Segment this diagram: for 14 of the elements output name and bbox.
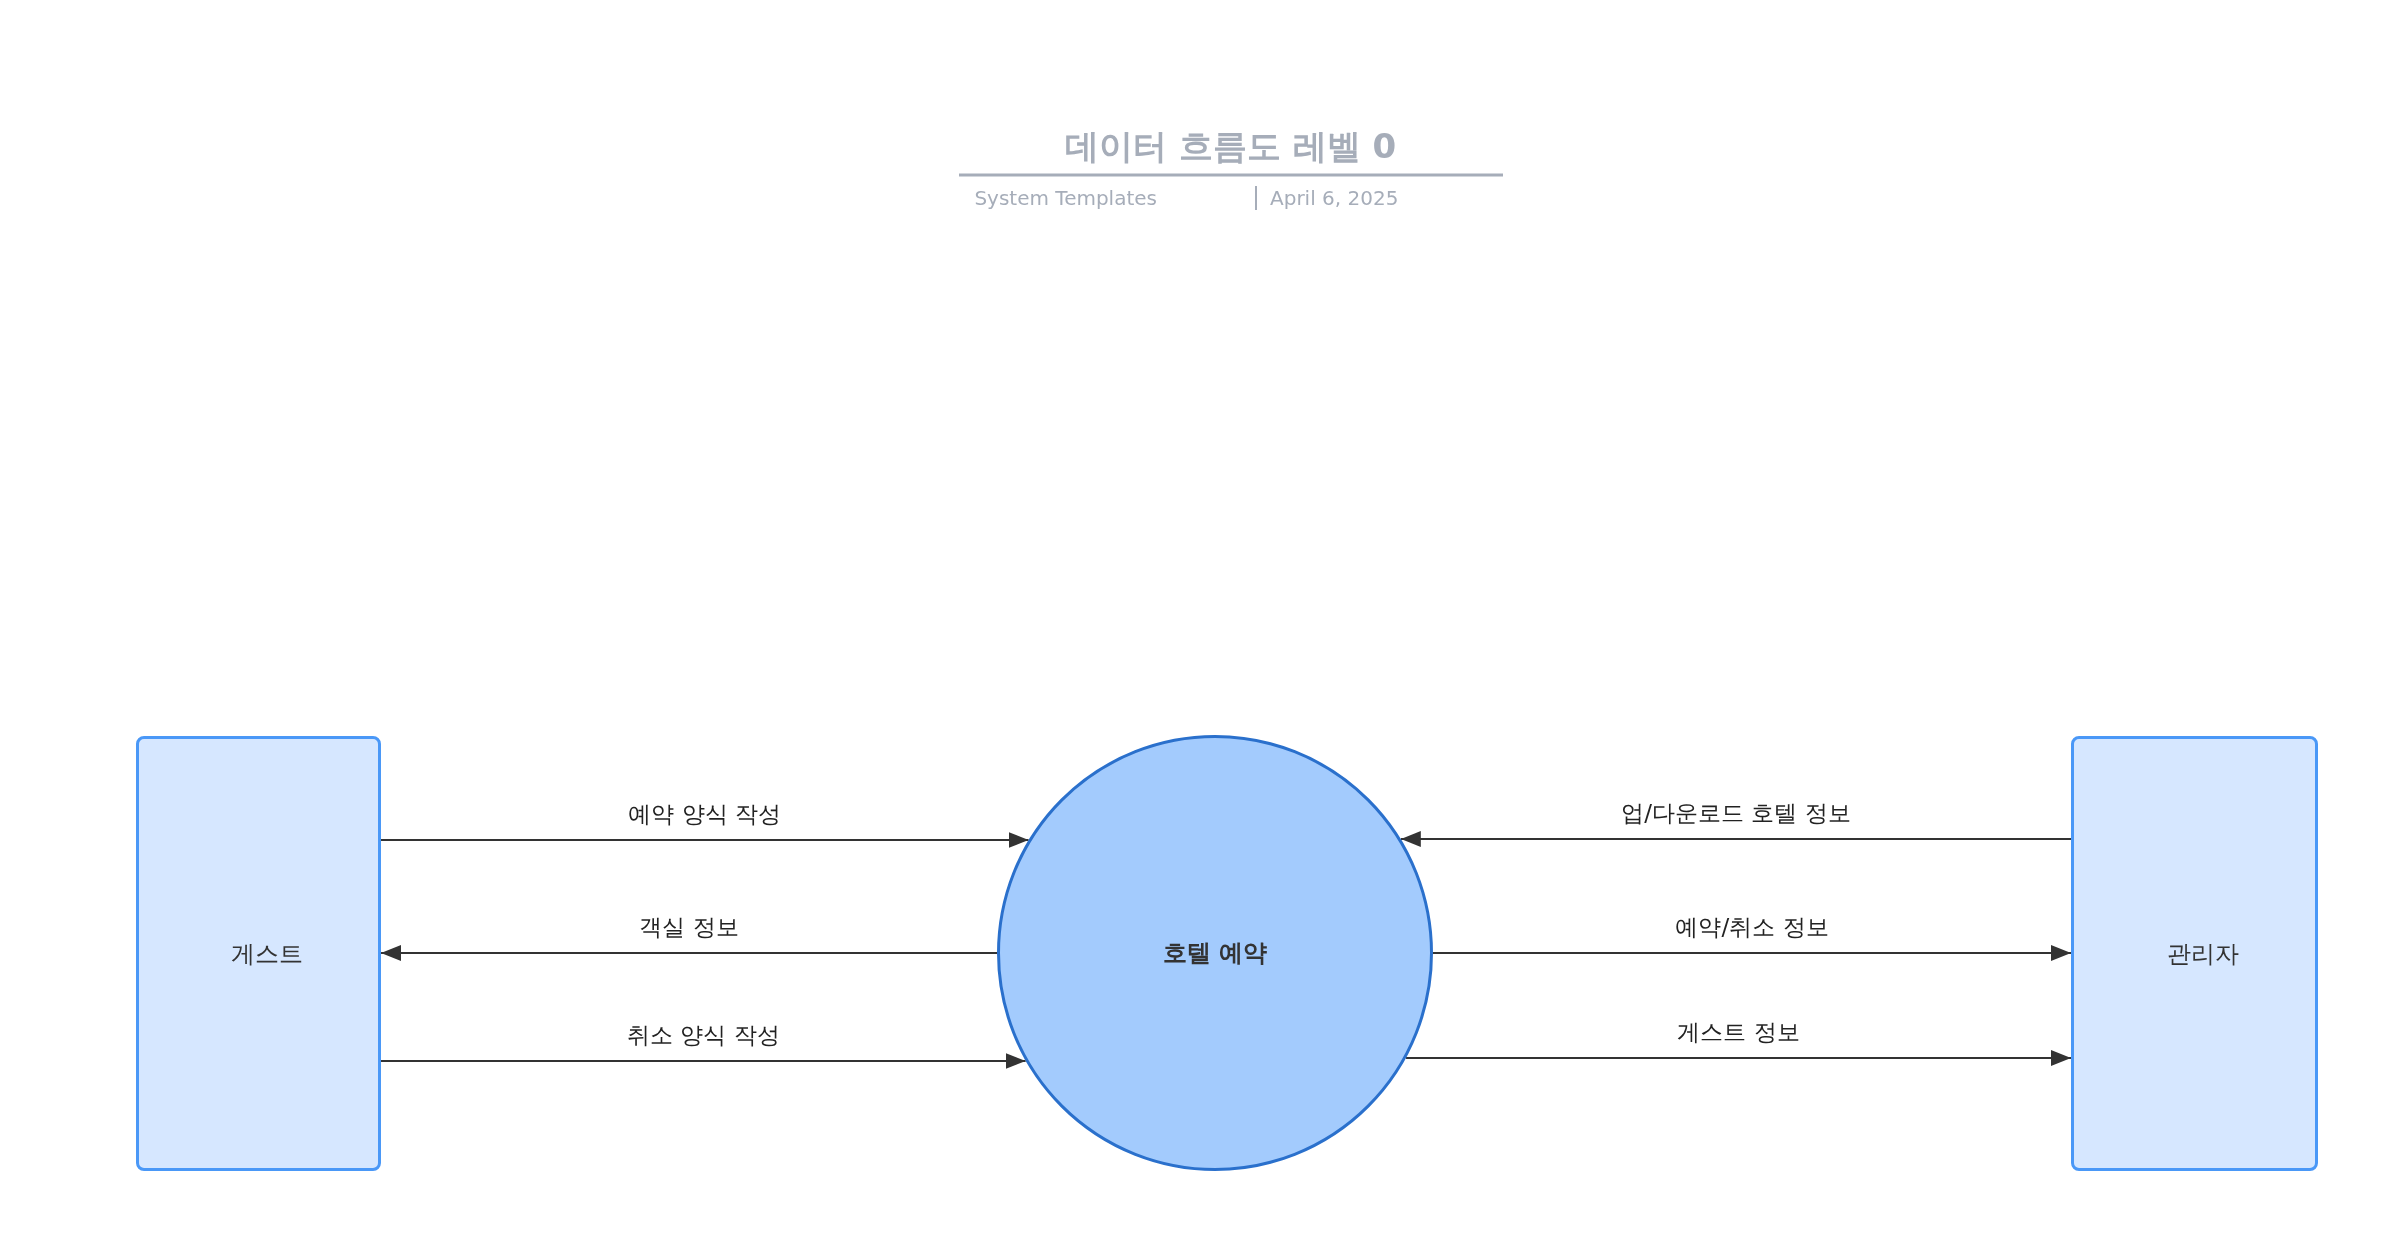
arrow	[380, 832, 1030, 848]
node-label: 게스트	[230, 938, 303, 970]
subtitle-text: April 6, 2025	[1270, 186, 1399, 210]
title: 데이터 흐름도 레벨 0	[1063, 125, 1398, 168]
arrow	[1399, 831, 2072, 847]
entity-box	[136, 736, 381, 1171]
arrow	[1405, 1050, 2072, 1066]
node-label: 관리자	[2166, 938, 2239, 970]
subtitle-text: System Templates	[974, 186, 1157, 210]
arrow	[1432, 945, 2072, 961]
arrow	[380, 1053, 1027, 1069]
arrow	[380, 945, 998, 961]
node-label: 호텔 예약	[1162, 938, 1268, 969]
entity-box	[2071, 736, 2318, 1171]
